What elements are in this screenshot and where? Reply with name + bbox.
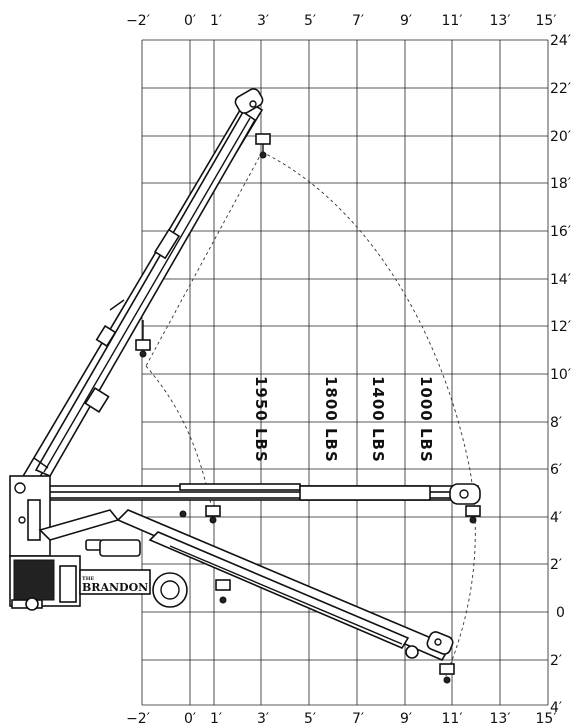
y-tick-label: 8′ [550, 415, 562, 431]
y-tick-label: 4′ [550, 510, 562, 526]
capacity-label-1400: 1400 LBS [369, 376, 387, 463]
y-tick-label: 12′ [550, 319, 571, 335]
jib-sweep-line [145, 151, 263, 367]
x-tick-label: 15′ [536, 13, 557, 29]
x-tick-label: 9′ [400, 13, 412, 29]
y-tick-label: 16′ [550, 224, 571, 240]
x-tick-label: 5′ [304, 13, 316, 29]
x-tick-label: 3′ [257, 711, 269, 727]
max-radius-arc [261, 151, 476, 679]
truck-base [9, 475, 188, 611]
x-axis-top-labels: −2′ 0′ 1′ 3′ 5′ 7′ 9′ 11′ 13′ 15′ [126, 13, 556, 29]
y-tick-label: 14′ [550, 272, 571, 288]
boom-horizontal [37, 483, 481, 524]
x-tick-label: 15′ [536, 711, 557, 727]
y-tick-label: 2′ [550, 653, 562, 669]
x-tick-label: −2′ [126, 13, 150, 29]
brand-prefix: THE [82, 576, 94, 582]
y-tick-label: 0 [556, 605, 565, 621]
capacity-label-1800: 1800 LBS [322, 376, 340, 463]
capacity-label-1000: 1000 LBS [417, 376, 435, 463]
boom-raised [20, 88, 264, 481]
y-tick-label: 22′ [550, 81, 571, 97]
x-tick-label: 0′ [184, 711, 196, 727]
y-tick-label: 2′ [550, 557, 562, 573]
y-tick-label: 4′ [550, 700, 562, 716]
x-tick-label: 7′ [352, 711, 364, 727]
boom-lowered [116, 509, 455, 684]
chart-grid [141, 39, 549, 706]
capacity-labels: 1950 LBS 1800 LBS 1400 LBS 1000 LBS [252, 376, 435, 463]
hook-mid-left [135, 320, 151, 358]
x-tick-label: 5′ [304, 711, 316, 727]
y-axis-right-labels: 24′ 22′ 20′ 18′ 16′ 14′ 12′ 10′ 8′ 6′ 4′… [550, 33, 571, 716]
x-tick-label: 0′ [184, 13, 196, 29]
y-tick-label: 24′ [550, 33, 571, 49]
x-tick-label: 13′ [490, 711, 511, 727]
x-tick-label: 1′ [210, 711, 222, 727]
x-tick-label: 3′ [257, 13, 269, 29]
brand-logo: THE BRANDON [82, 576, 148, 594]
x-tick-label: 9′ [400, 711, 412, 727]
brand-name: BRANDON [82, 581, 148, 594]
load-radius-arcs [145, 151, 476, 679]
y-tick-label: 18′ [550, 176, 571, 192]
y-tick-label: 10′ [550, 367, 571, 383]
x-tick-label: 11′ [442, 13, 463, 29]
x-tick-label: 1′ [210, 13, 222, 29]
capacity-label-1950: 1950 LBS [252, 376, 270, 463]
x-tick-label: 11′ [442, 711, 463, 727]
y-tick-label: 20′ [550, 129, 571, 145]
x-tick-label: −2′ [126, 711, 150, 727]
hook-top [255, 133, 271, 159]
x-tick-label: 7′ [352, 13, 364, 29]
x-axis-bottom-labels: −2′ 0′ 1′ 3′ 5′ 7′ 9′ 11′ 13′ 15′ [126, 711, 556, 727]
x-tick-label: 13′ [490, 13, 511, 29]
y-tick-label: 6′ [550, 462, 562, 478]
